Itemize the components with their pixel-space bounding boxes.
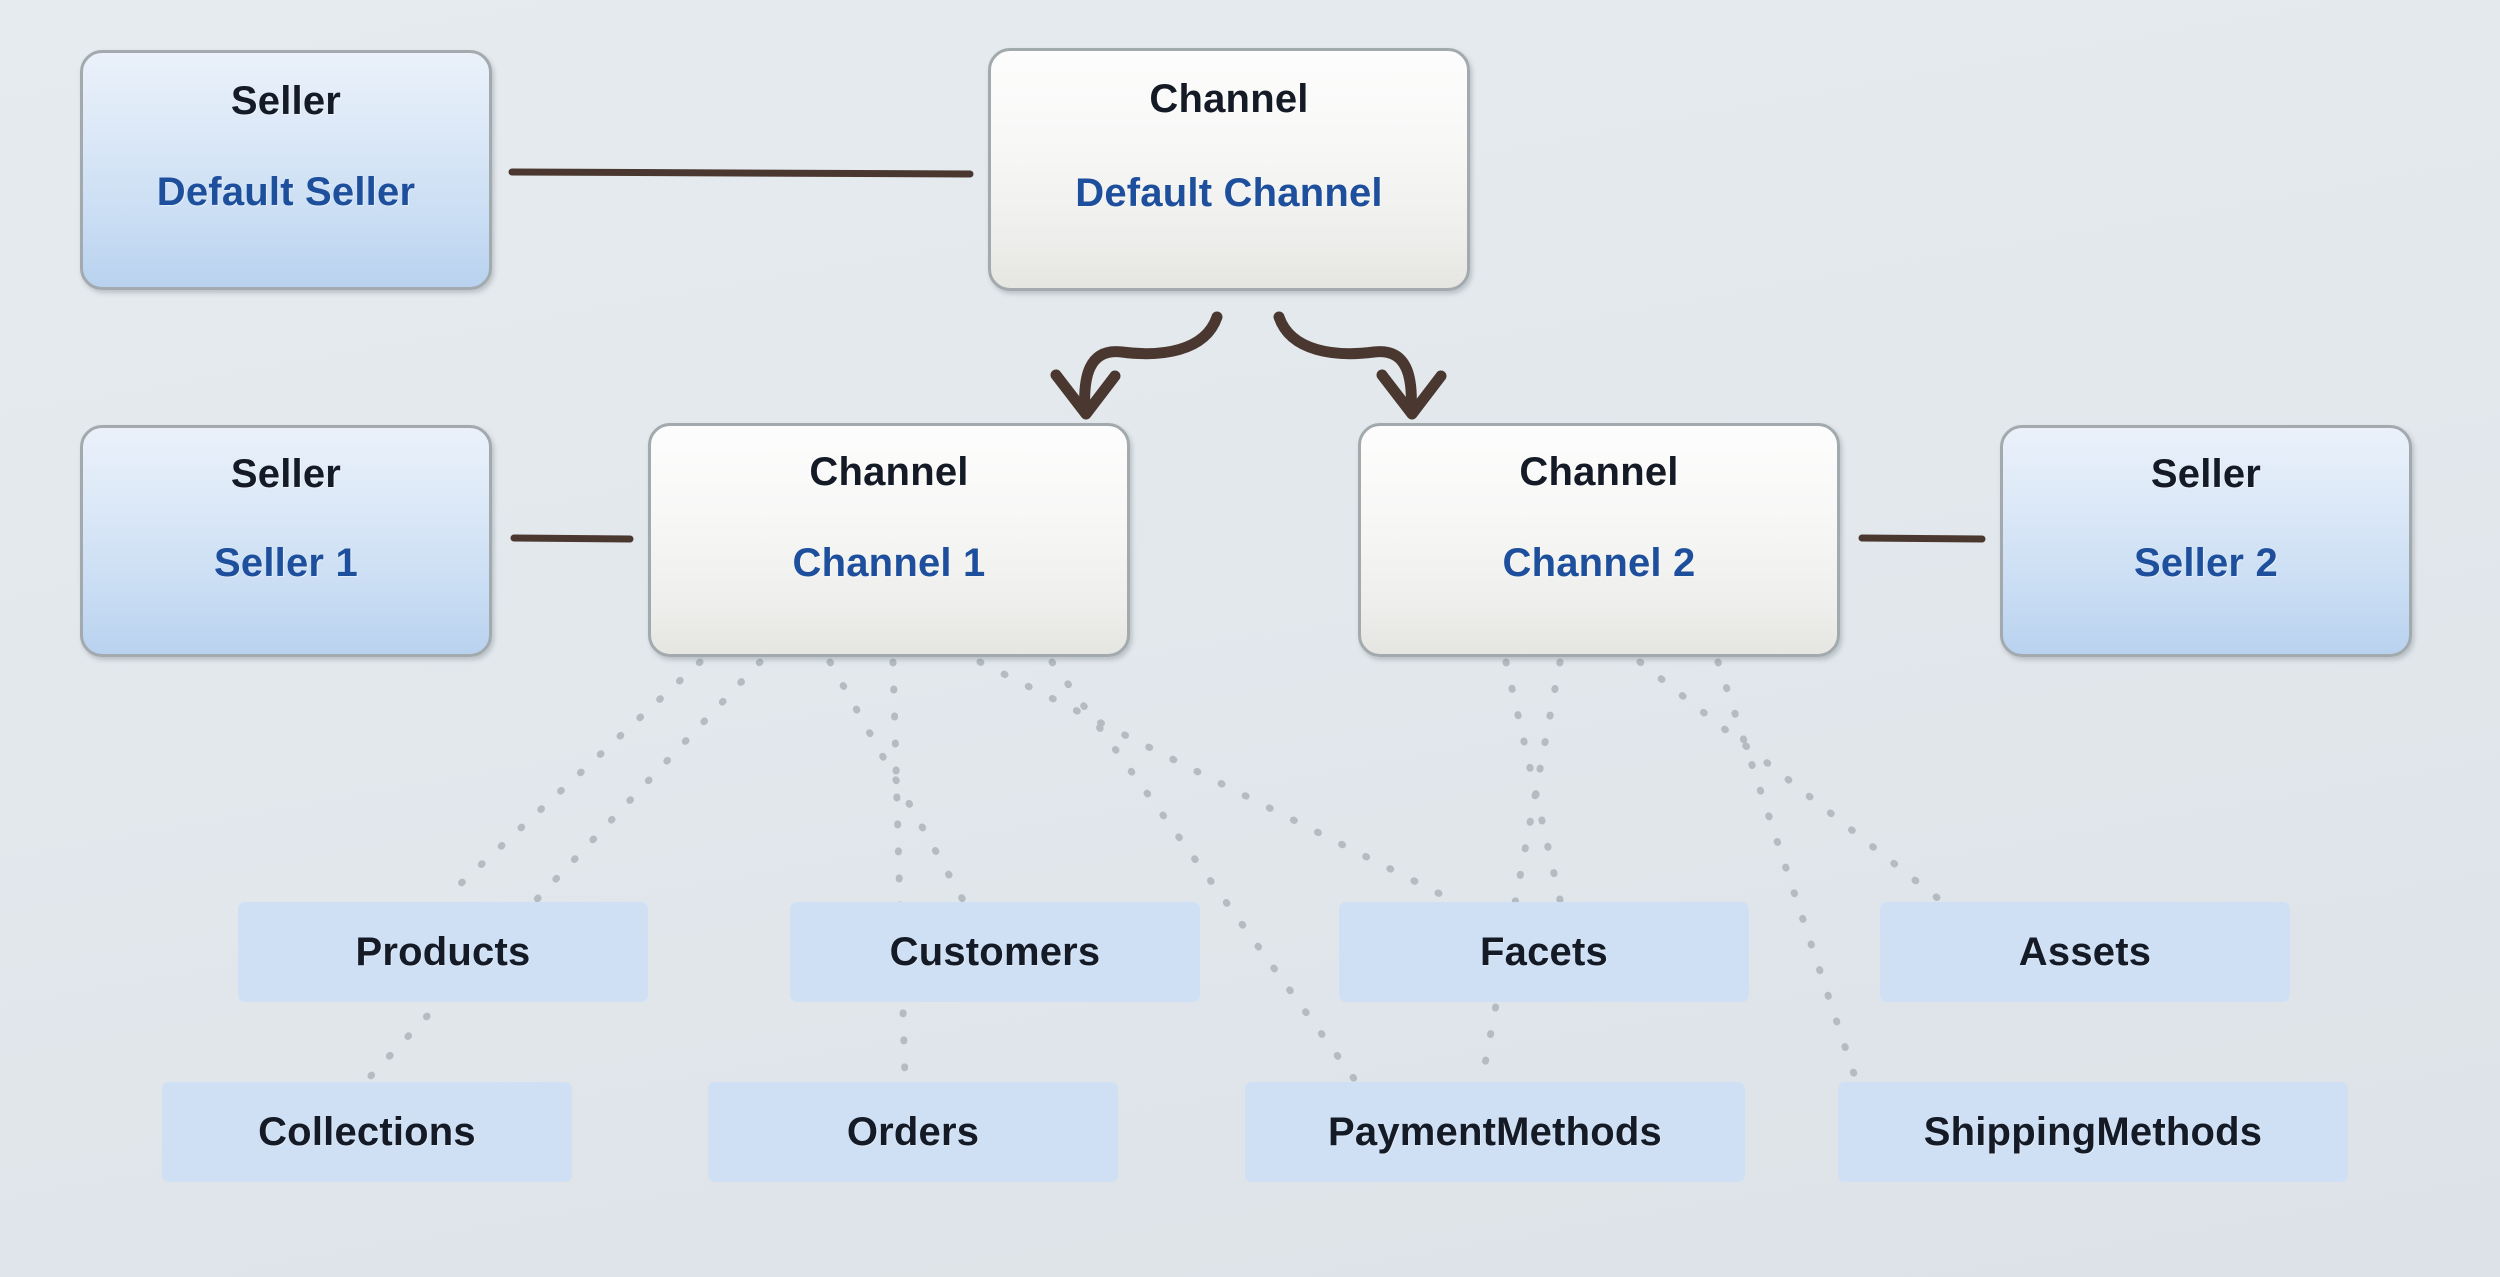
connector-channel2-seller2 — [1858, 534, 1986, 543]
node-type-label: Channel — [809, 450, 969, 494]
dotted-channel1-orders — [889, 658, 909, 1084]
node-name-label: Seller 1 — [214, 541, 358, 585]
dotted-channel1-paymentmethods — [1048, 658, 1359, 1084]
node-channel-1[interactable]: Channel Channel 1 — [648, 423, 1130, 657]
node-name-label: Default Seller — [156, 170, 416, 214]
node-type-label: Channel — [1149, 77, 1309, 121]
dotted-channel2-paymentmethods — [1478, 658, 1564, 1084]
dotted-channel1-customers — [826, 658, 967, 904]
arrow-connectors — [1050, 311, 1447, 420]
node-type-label: Seller — [230, 79, 342, 123]
entity-chip-orders[interactable]: Orders — [708, 1082, 1118, 1182]
arrowhead-channel-2 — [1376, 369, 1447, 420]
node-name-label: Channel 2 — [1502, 541, 1696, 585]
dotted-connectors-channel-1 — [363, 658, 1456, 1084]
dotted-channel2-shippingmethods — [1714, 658, 1860, 1084]
node-name-label: Default Channel — [1075, 171, 1383, 215]
dotted-channel2-facets — [1502, 658, 1564, 904]
entity-chip-customers[interactable]: Customers — [790, 902, 1200, 1002]
entity-chip-paymentmethods[interactable]: PaymentMethods — [1245, 1082, 1745, 1182]
node-default-channel[interactable]: Channel Default Channel — [988, 48, 1470, 291]
node-seller-1[interactable]: Seller Seller 1 — [80, 425, 492, 657]
node-type-label: Seller — [2150, 452, 2262, 496]
node-seller-2[interactable]: Seller Seller 2 — [2000, 425, 2412, 657]
connector-default-seller-default-channel — [508, 168, 974, 178]
node-default-seller[interactable]: Seller Default Seller — [80, 50, 492, 290]
node-type-label: Channel — [1519, 450, 1679, 494]
entity-chip-shippingmethods[interactable]: ShippingMethods — [1838, 1082, 2348, 1182]
dotted-channel2-assets — [1636, 658, 1944, 904]
dotted-channel1-collections — [363, 658, 764, 1084]
dotted-connectors-channel-2 — [1478, 658, 1944, 1084]
dotted-channel1-facets — [976, 658, 1456, 904]
arrow-default-channel-to-channel-1 — [1079, 311, 1223, 418]
arrowhead-channel-1 — [1050, 369, 1121, 420]
node-name-label: Seller 2 — [2134, 541, 2278, 585]
entity-chip-facets[interactable]: Facets — [1339, 902, 1749, 1002]
entity-chip-collections[interactable]: Collections — [162, 1082, 572, 1182]
arrow-default-channel-to-channel-2 — [1273, 311, 1417, 418]
node-name-label: Channel 1 — [792, 541, 986, 585]
node-channel-2[interactable]: Channel Channel 2 — [1358, 423, 1840, 657]
entity-chip-products[interactable]: Products — [238, 902, 648, 1002]
connector-seller1-channel1 — [510, 534, 634, 543]
node-type-label: Seller — [230, 452, 342, 496]
entity-chip-assets[interactable]: Assets — [1880, 902, 2290, 1002]
dotted-channel1-products — [439, 658, 704, 904]
